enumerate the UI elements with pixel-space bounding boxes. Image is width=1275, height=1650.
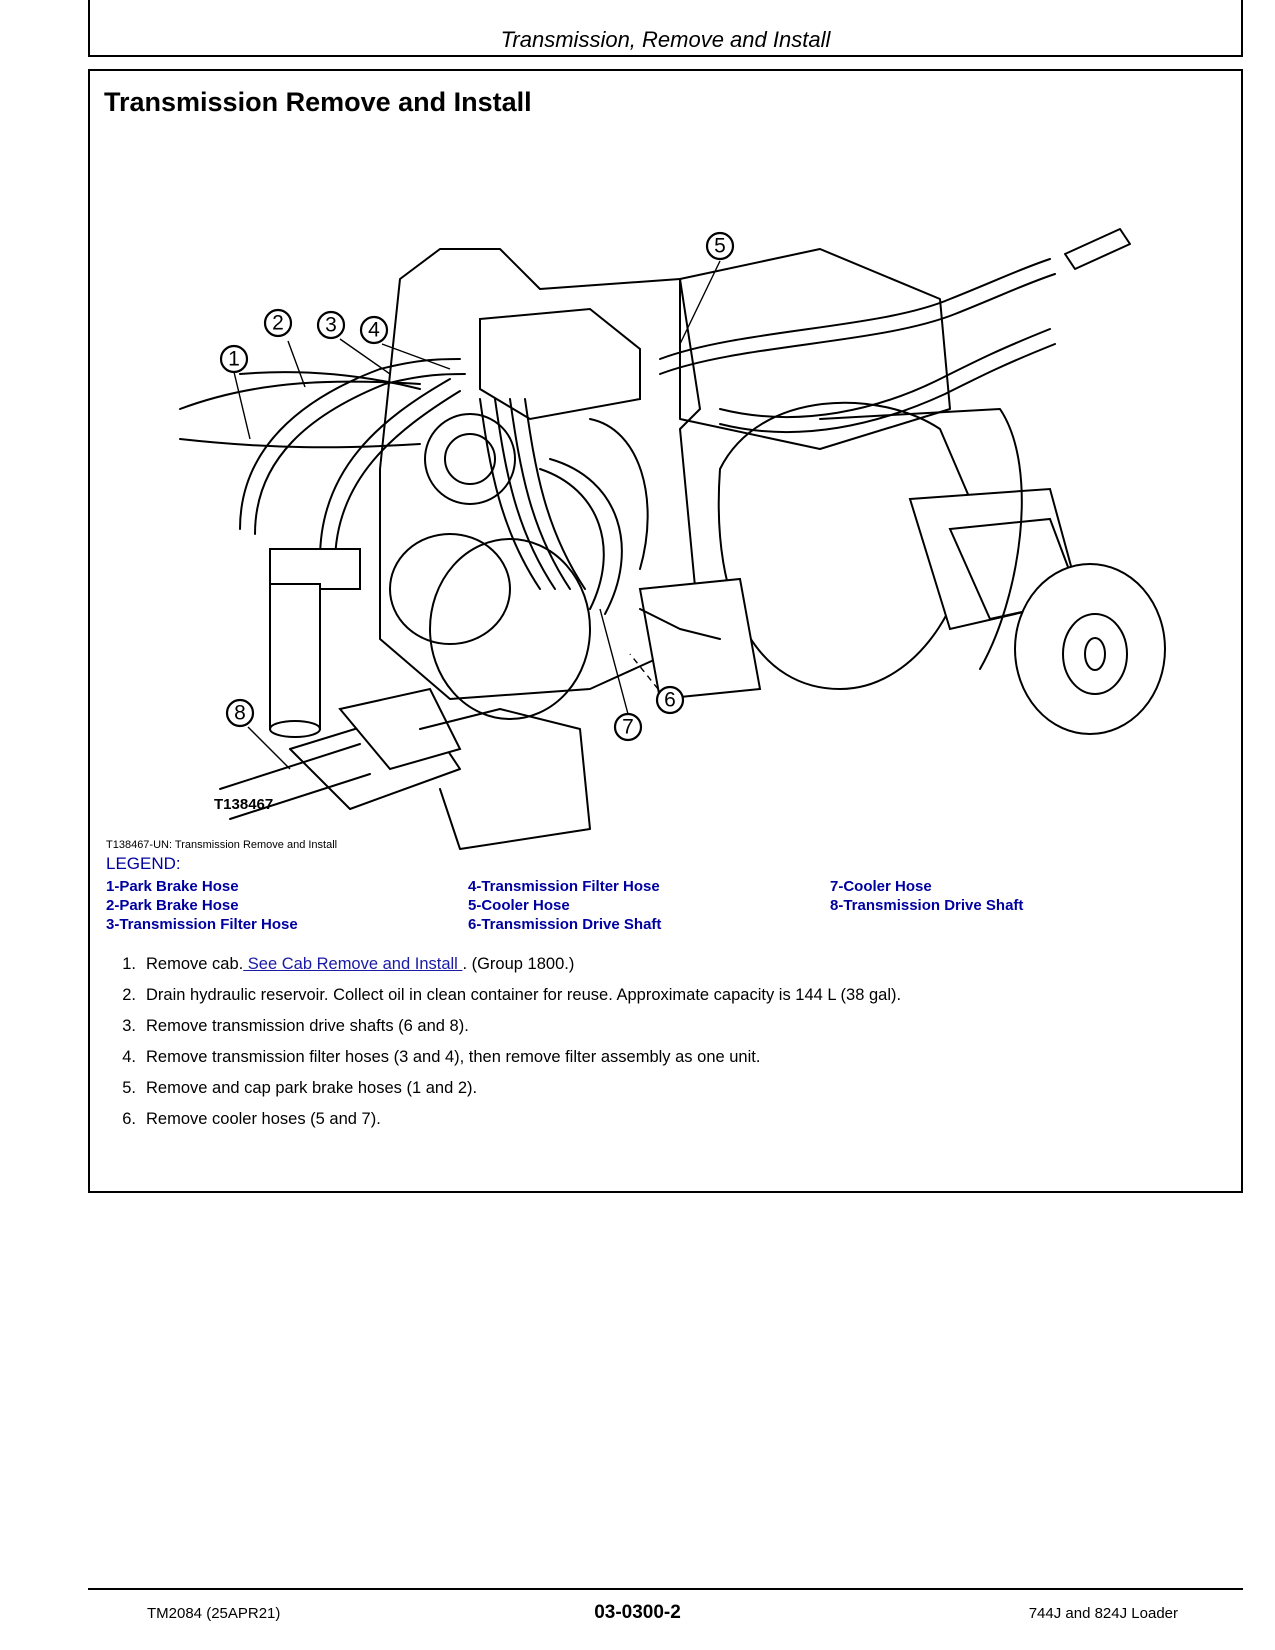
filter-assembly [239,358,466,738]
svg-text:8: 8 [234,702,246,725]
step-6: 6. Remove cooler hoses (5 and 7). [114,1104,901,1135]
legend-heading: LEGEND: [106,854,181,873]
legend-item: 1-Park Brake Hose [106,878,239,895]
legend-column-2: 4-Transmission Filter Hose 5-Cooler Hose… [468,877,661,934]
axle-housing [679,248,1166,735]
legend-item: 2-Park Brake Hose [106,897,239,914]
svg-text:7: 7 [622,716,634,739]
svg-text:5: 5 [714,235,726,258]
step-4: 4. Remove transmission filter hoses (3 a… [114,1042,901,1073]
callout-3: 3 [316,310,346,340]
callout-8: 8 [225,698,255,728]
section-title: Transmission, Remove and Install [500,27,831,52]
footer-model: 744J and 824J Loader [1028,1605,1178,1622]
svg-text:2: 2 [272,312,284,335]
step-1: 1. Remove cab. See Cab Remove and Instal… [114,949,901,980]
step-number: 5. [122,1079,136,1097]
step-text-suffix: . (Group 1800.) [462,955,575,973]
svg-text:4: 4 [368,319,380,342]
svg-text:3: 3 [325,314,337,337]
transmission-body [379,248,762,720]
svg-text:1: 1 [228,348,240,371]
step-2: 2. Drain hydraulic reservoir. Collect oi… [114,980,901,1011]
step-text: Drain hydraulic reservoir. Collect oil i… [146,986,902,1004]
legend-item: 4-Transmission Filter Hose [468,878,660,895]
step-number: 1. [122,955,136,973]
legend-item: 5-Cooler Hose [468,897,570,914]
cab-remove-link[interactable]: See Cab Remove and Install [243,955,463,973]
step-number: 3. [122,1017,136,1035]
step-text: Remove cooler hoses (5 and 7). [146,1110,381,1128]
page-title: Transmission Remove and Install [104,87,532,117]
footer-divider [88,1588,1243,1590]
footer-page-number: 03-0300-2 [594,1602,681,1623]
figure-caption: T138467-UN: Transmission Remove and Inst… [106,839,338,851]
drive-shaft-8 [219,687,591,850]
callout-5: 5 [705,231,735,261]
figure-id-label: T138467 [214,796,273,813]
svg-text:6: 6 [664,689,676,712]
callout-2: 2 [263,308,293,338]
procedure-steps: 1. Remove cab. See Cab Remove and Instal… [114,949,901,1135]
page-header: Transmission, Remove and Install [88,0,1243,57]
legend-column-3: 7-Cooler Hose 8-Transmission Drive Shaft [830,877,1023,915]
upper-hoses [659,228,1131,433]
step-text: Remove cab. [146,955,244,973]
legend-item: 3-Transmission Filter Hose [106,916,298,933]
content-box: Transmission Remove and Install [88,69,1243,1193]
step-text: Remove and cap park brake hoses (1 and 2… [146,1079,478,1097]
legend-column-1: 1-Park Brake Hose 2-Park Brake Hose 3-Tr… [106,877,298,934]
legend-item: 6-Transmission Drive Shaft [468,916,662,933]
leader-lines [233,260,721,770]
legend-item: 7-Cooler Hose [830,878,932,895]
step-3: 3. Remove transmission drive shafts (6 a… [114,1011,901,1042]
step-5: 5. Remove and cap park brake hoses (1 an… [114,1073,901,1104]
transmission-illustration: 1 2 3 4 5 6 7 8 T138467 [179,228,1166,850]
step-number: 6. [122,1110,136,1128]
footer-manual-id: TM2084 (25APR21) [147,1605,281,1622]
legend-item: 8-Transmission Drive Shaft [830,897,1024,914]
callout-6: 6 [655,685,685,715]
step-number: 2. [122,986,136,1004]
step-number: 4. [122,1048,136,1066]
callout-1: 1 [219,344,249,374]
step-text: Remove transmission filter hoses (3 and … [146,1048,761,1066]
callout-7: 7 [613,712,643,742]
callout-4: 4 [359,315,389,345]
step-text: Remove transmission drive shafts (6 and … [146,1017,469,1035]
hose-bundle [479,398,649,615]
